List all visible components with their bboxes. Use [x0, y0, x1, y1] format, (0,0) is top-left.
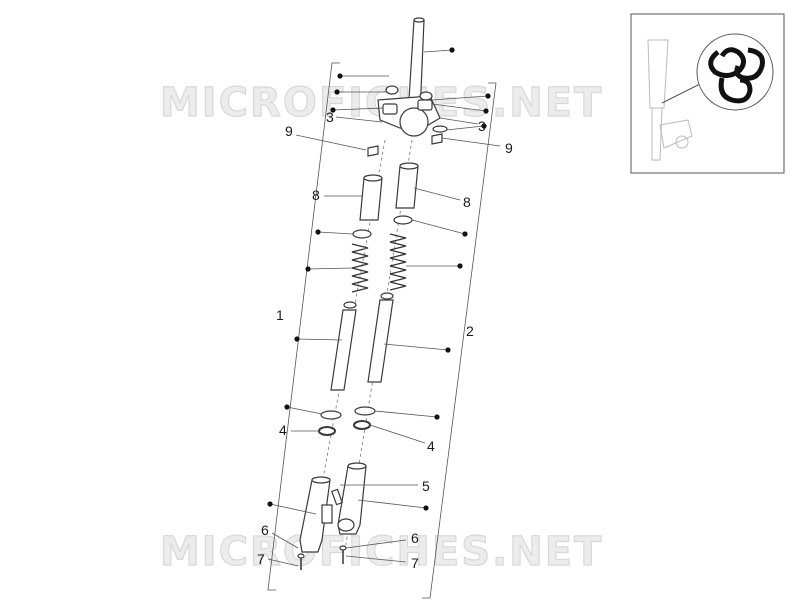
spring-seat-right [393, 215, 413, 225]
spring-seat-left [352, 229, 372, 239]
fork-bushings [359, 162, 419, 221]
label-part-6-left: 6 [261, 522, 269, 538]
numbered-leaders [267, 116, 501, 567]
label-part-1: 1 [276, 307, 284, 323]
leader-lines [267, 47, 491, 515]
circlip-right [353, 420, 371, 430]
fork-legs [299, 462, 367, 553]
label-part-9-right: 9 [505, 140, 513, 156]
o-ring-right [354, 406, 376, 416]
label-part-4-left: 4 [279, 422, 287, 438]
fork-tubes [330, 292, 394, 391]
assembly-bracket-right [422, 82, 497, 599]
inset-thumbnail [630, 13, 785, 174]
o-ring-left [320, 410, 342, 420]
assembly-bracket-left [267, 62, 340, 591]
label-part-7-right: 7 [411, 555, 419, 571]
circlip-left [318, 426, 336, 436]
label-part-3-right: 3 [478, 118, 486, 134]
fork-springs [351, 233, 407, 293]
label-part-4-right: 4 [427, 438, 435, 454]
label-part-8-left: 8 [312, 187, 320, 203]
label-part-7-left: 7 [257, 551, 265, 567]
label-part-2: 2 [466, 323, 474, 339]
triple-knot-logo-icon [708, 47, 765, 104]
watermark-bottom: MICROFICHES.NET [160, 529, 603, 575]
label-part-3-left: 3 [326, 109, 334, 125]
steering-stem [367, 17, 448, 157]
label-part-5: 5 [422, 478, 430, 494]
label-part-6-right: 6 [411, 530, 419, 546]
label-part-8-right: 8 [463, 194, 471, 210]
label-part-9-left: 9 [285, 123, 293, 139]
bottom-bolts [297, 545, 347, 570]
